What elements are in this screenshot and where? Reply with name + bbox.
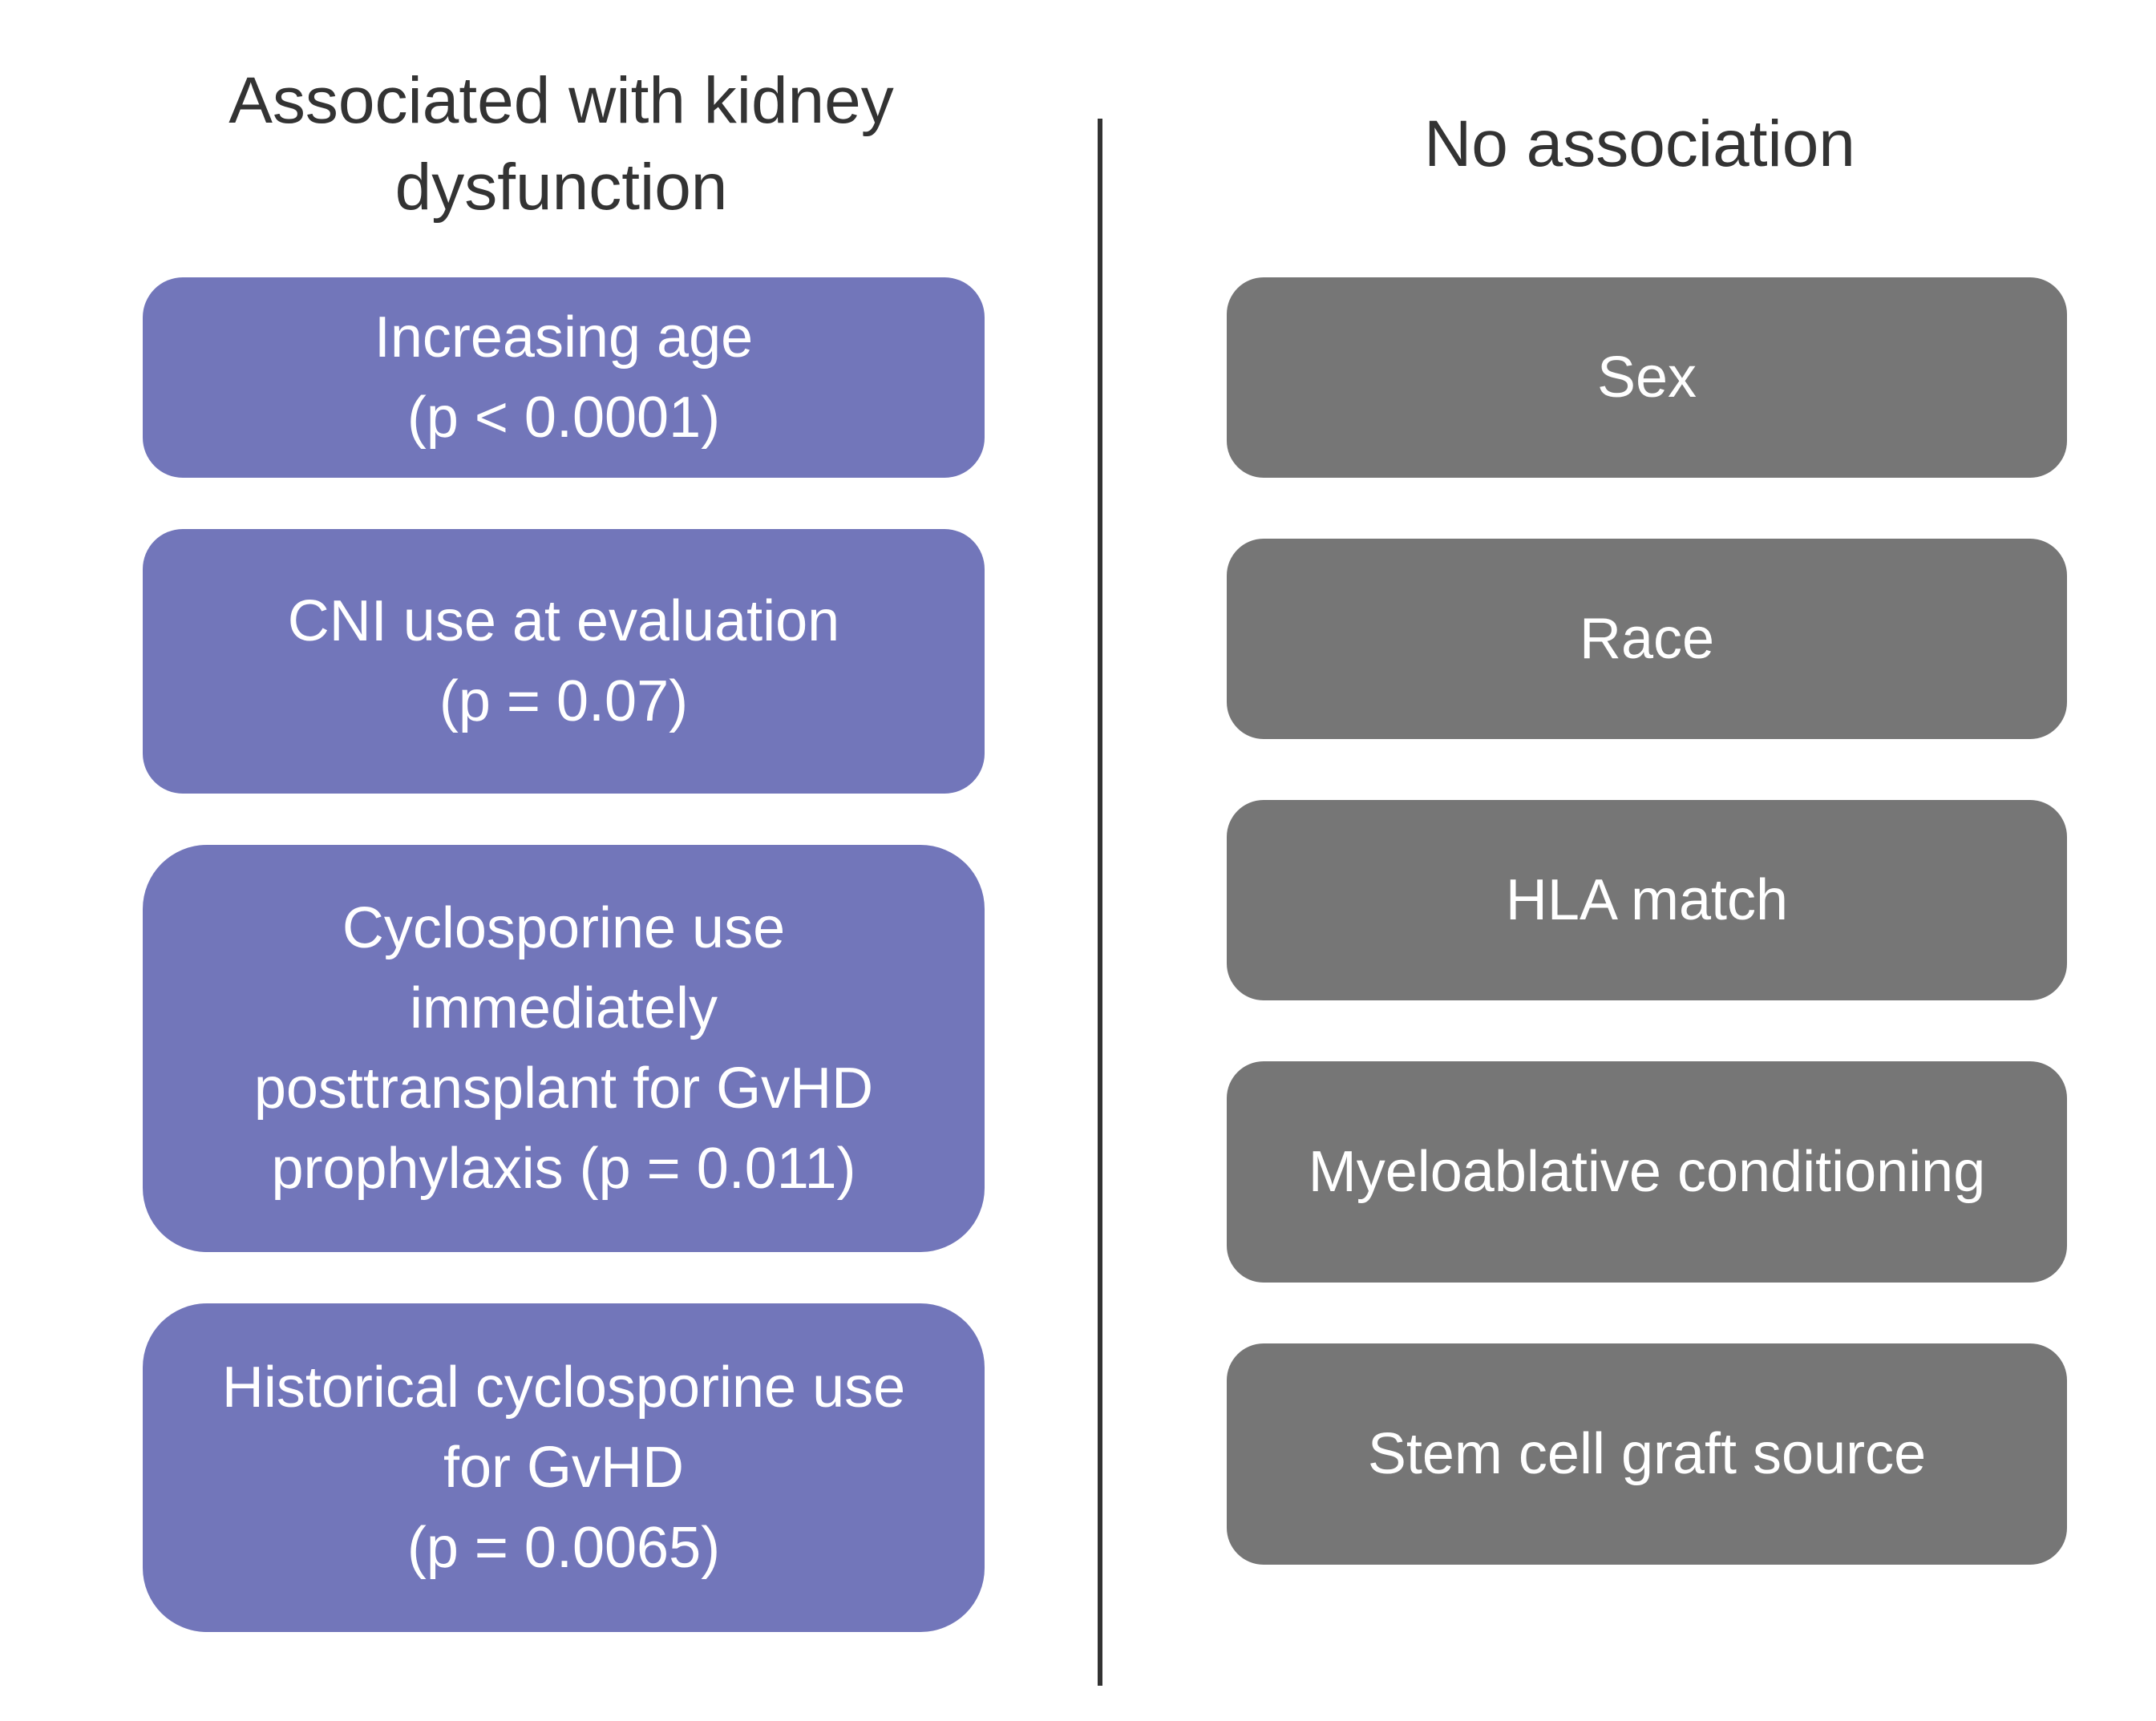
- factor-box-myeloablative-conditioning: Myeloablative conditioning: [1227, 1061, 2067, 1283]
- associated-heading: Associated with kidney dysfunction: [144, 48, 978, 240]
- factor-line: immediately: [409, 976, 718, 1040]
- factor-line: Historical cyclosporine use: [221, 1355, 906, 1420]
- associated-heading-line: Associated with kidney: [229, 64, 894, 137]
- factor-box-sex: Sex: [1227, 277, 2067, 478]
- factor-line: Stem cell graft source: [1367, 1422, 1927, 1486]
- no-association-heading-line: No association: [1424, 107, 1855, 180]
- factor-box-stem-cell-graft-source: Stem cell graft source: [1227, 1343, 2067, 1565]
- factor-line: HLA match: [1505, 868, 1789, 932]
- no-association-heading: No association: [1223, 48, 2057, 240]
- factor-line: (p < 0.0001): [407, 386, 721, 450]
- factor-box-historical-cyclosporine: Historical cyclosporine use for GvHD (p …: [143, 1303, 985, 1632]
- factor-box-cni-use: CNI use at evaluation (p = 0.07): [143, 529, 985, 794]
- factor-line: Myeloablative conditioning: [1308, 1140, 1986, 1204]
- factor-line: Increasing age: [374, 305, 754, 370]
- column-divider: [1098, 119, 1102, 1686]
- factor-line: Race: [1579, 607, 1715, 671]
- factor-line: Cyclosporine use: [342, 896, 786, 960]
- factor-box-cyclosporine-posttransplant: Cyclosporine use immediately posttranspl…: [143, 845, 985, 1252]
- factor-box-race: Race: [1227, 539, 2067, 739]
- factor-line: (p = 0.07): [439, 669, 689, 733]
- factor-line: (p = 0.0065): [407, 1516, 721, 1580]
- factor-line: Sex: [1596, 345, 1697, 410]
- factor-box-increasing-age: Increasing age (p < 0.0001): [143, 277, 985, 478]
- factor-box-hla-match: HLA match: [1227, 800, 2067, 1000]
- factor-line: posttransplant for GvHD: [253, 1056, 874, 1121]
- factor-line: for GvHD: [443, 1436, 684, 1500]
- associated-heading-line: dysfunction: [394, 151, 728, 224]
- factor-line: CNI use at evaluation: [287, 589, 840, 653]
- factor-line: prophylaxis (p = 0.011): [271, 1137, 856, 1201]
